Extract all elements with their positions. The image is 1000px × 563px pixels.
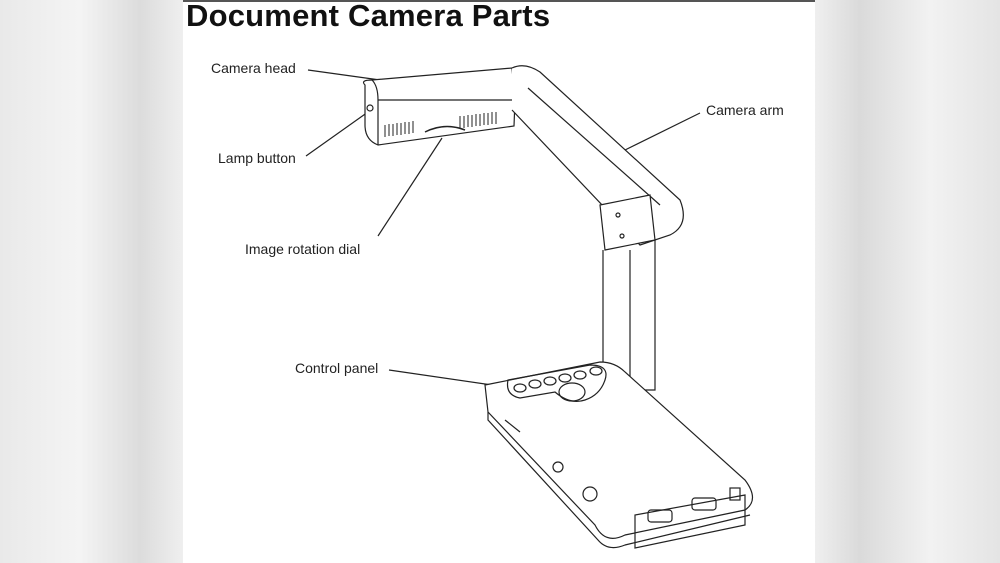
leader-lines <box>305 69 701 386</box>
page-title: Document Camera Parts <box>186 0 551 33</box>
camera-head <box>362 67 516 146</box>
camera-base <box>484 361 754 549</box>
label-camera-arm: Camera arm <box>706 102 784 118</box>
label-camera-head: Camera head <box>211 60 296 76</box>
label-image-rotation-dial: Image rotation dial <box>245 241 361 257</box>
label-control-panel: Control panel <box>295 360 379 376</box>
header-rule <box>183 0 815 2</box>
control-panel-buttons <box>513 366 603 402</box>
camera-arm <box>511 65 684 391</box>
label-lamp-button: Lamp button <box>218 150 296 166</box>
